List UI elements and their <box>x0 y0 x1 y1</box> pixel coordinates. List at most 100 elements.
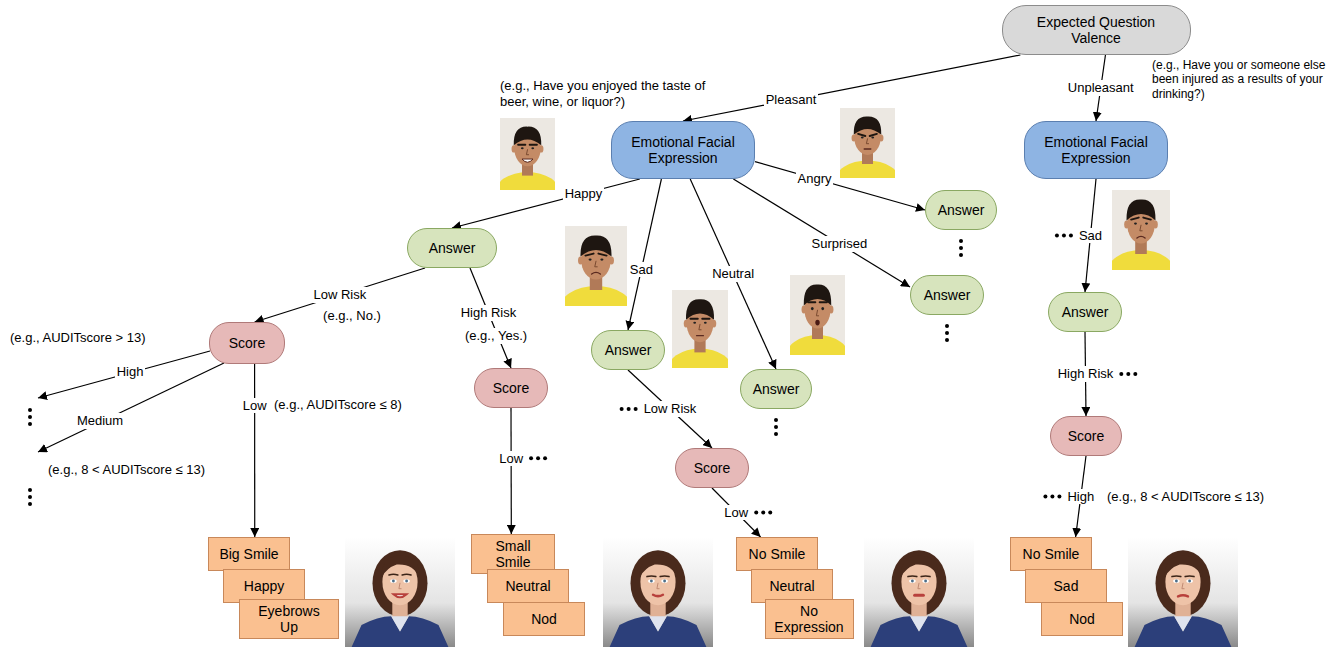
node-text: No Expression <box>774 603 845 635</box>
behavior-card: Neutral <box>487 569 569 603</box>
edge-label: High Risk <box>459 305 519 321</box>
branch-line <box>38 363 224 452</box>
behavior-card: Neutral <box>751 569 833 603</box>
connector-arrow <box>510 408 512 534</box>
node-text: Neutral <box>505 578 550 594</box>
edge-label: Angry <box>796 171 834 187</box>
avatar-image <box>603 537 713 647</box>
expression-box: Emotional Facial Expression <box>611 121 755 179</box>
node-text: Emotional Facial Expression <box>1033 134 1159 166</box>
score-node: Score <box>474 368 548 408</box>
edge-label: Sad <box>628 262 655 278</box>
behavior-card: No Smile <box>1010 537 1092 571</box>
node-text: No Smile <box>749 546 806 562</box>
answer-node: Answer <box>740 369 812 409</box>
node-text: Small Smile <box>480 538 546 570</box>
score-node: Score <box>209 322 285 364</box>
node-text: Eyebrows Up <box>248 603 330 635</box>
behavior-card: Sad <box>1025 569 1107 603</box>
score-node: Score <box>675 448 749 488</box>
node-text: Score <box>229 335 266 351</box>
continuation-dots <box>28 408 32 426</box>
node-text: Sad <box>1054 578 1079 594</box>
edge-label: Surprised <box>810 236 870 252</box>
node-text: Score <box>694 460 731 476</box>
expression-box: Emotional Facial Expression <box>1024 121 1168 179</box>
node-text: Nod <box>1069 611 1095 627</box>
node-text: Neutral <box>769 578 814 594</box>
node-text: Big Smile <box>219 546 278 562</box>
continuation-dot <box>1069 234 1073 238</box>
note-label: High <box>115 364 146 380</box>
face-photo <box>835 108 901 203</box>
continuation-dot <box>1055 234 1059 238</box>
continuation-dot <box>529 456 533 460</box>
avatar-image <box>345 537 455 647</box>
edge-label: High <box>1065 489 1096 505</box>
photo-group <box>345 108 1238 647</box>
continuation-dot <box>1133 372 1137 376</box>
node-text: Nod <box>531 611 557 627</box>
continuation-dot <box>634 407 638 411</box>
continuation-dot <box>1057 495 1061 499</box>
node-text: Answer <box>753 381 800 397</box>
continuation-dot <box>768 511 772 515</box>
behavior-card: No Expression <box>765 599 854 639</box>
score-node: Score <box>1050 416 1122 456</box>
node-text: Score <box>493 380 530 396</box>
face-photo <box>666 290 733 395</box>
note-label: (e.g., Have you enjoyed the taste of bee… <box>498 78 717 109</box>
note-label: (e.g., Yes.) <box>463 328 529 344</box>
edge-label: Unpleasant <box>1066 80 1136 96</box>
note-label: Medium <box>75 413 125 429</box>
behavior-card: Eyebrows Up <box>239 599 339 639</box>
edge-label: Happy <box>563 186 605 202</box>
continuation-dot <box>543 456 547 460</box>
note-label: (e.g., AUDITscore > 13) <box>8 330 147 346</box>
connector-arrow <box>733 179 910 287</box>
answer-node: Answer <box>591 330 665 370</box>
face-photo <box>785 275 851 383</box>
continuation-dots <box>945 324 949 342</box>
continuation-dot <box>1050 495 1054 499</box>
face-photo <box>559 226 633 334</box>
continuation-dot <box>1119 372 1123 376</box>
avatar-image <box>864 537 974 647</box>
continuation-dots <box>28 488 32 506</box>
continuation-dot <box>536 456 540 460</box>
note-label: (e.g., 8 < AUDITscore ≤ 13) <box>1105 489 1266 505</box>
continuation-dot <box>627 407 631 411</box>
note-label: (e.g., Have you or someone else been inj… <box>1150 58 1330 101</box>
start-box: Expected Question Valence <box>1002 5 1191 55</box>
continuation-dot <box>754 511 758 515</box>
behavior-card: Nod <box>1041 602 1123 636</box>
note-label: (e.g., No.) <box>321 308 383 324</box>
edge-label: High Risk <box>1056 366 1116 382</box>
edge-label: Low <box>241 398 269 414</box>
connector-arrow <box>712 488 761 537</box>
connector-arrow <box>628 179 661 330</box>
answer-node: Answer <box>925 190 997 230</box>
continuation-dot <box>620 407 624 411</box>
connector-arrow <box>452 179 640 228</box>
node-text: Answer <box>429 240 476 256</box>
edge-label: Low Risk <box>642 401 699 417</box>
continuation-dot <box>761 511 765 515</box>
note-label: (e.g., 8 < AUDITscore ≤ 13) <box>46 462 207 478</box>
connector-arrow <box>690 179 776 369</box>
behavior-card: Nod <box>503 602 585 636</box>
answer-node: Answer <box>910 275 984 315</box>
continuation-dots <box>774 418 778 436</box>
connector-arrow <box>683 55 1020 121</box>
node-text: Answer <box>605 342 652 358</box>
face-photo <box>1106 190 1176 298</box>
branch-line <box>38 351 210 398</box>
connector-arrow <box>254 364 255 537</box>
edge-label: Low <box>497 451 525 467</box>
note-label: (e.g., AUDITscore ≤ 8) <box>272 397 404 413</box>
continuation-dots <box>529 234 1137 515</box>
edge-label: Pleasant <box>764 92 819 108</box>
behavior-card: Happy <box>223 569 305 603</box>
node-text: Emotional Facial Expression <box>620 134 746 166</box>
